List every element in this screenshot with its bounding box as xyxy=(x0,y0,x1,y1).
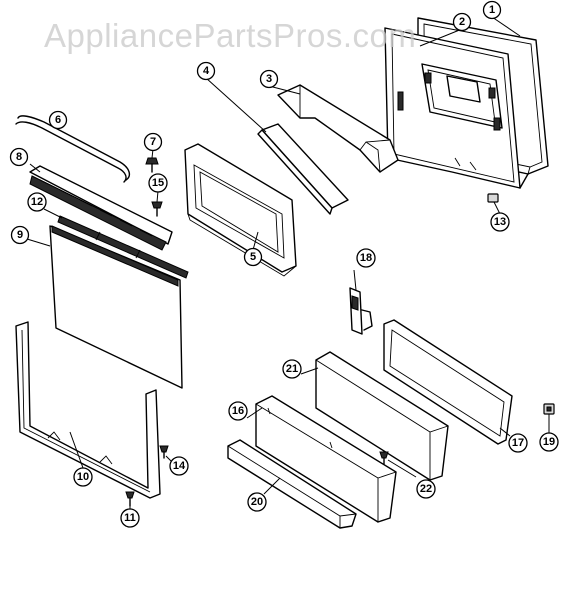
part-21-drawer-liner xyxy=(315,351,449,481)
callout-10: 10 xyxy=(73,467,93,487)
callout-3: 3 xyxy=(259,69,279,89)
callout-2: 2 xyxy=(452,12,472,32)
svg-text:13: 13 xyxy=(494,216,506,228)
svg-text:1: 1 xyxy=(489,4,495,16)
callout-15: 15 xyxy=(148,173,168,193)
callout-7: 7 xyxy=(143,132,163,152)
svg-text:12: 12 xyxy=(31,196,43,208)
part-2-inner-door xyxy=(384,27,529,189)
callout-16: 16 xyxy=(228,401,248,421)
callout-21: 21 xyxy=(282,359,302,379)
callout-22: 22 xyxy=(416,479,436,499)
svg-text:19: 19 xyxy=(543,436,555,448)
part-6-door-handle xyxy=(15,115,131,183)
svg-text:2: 2 xyxy=(459,16,465,28)
part-13-bumper xyxy=(487,193,499,203)
part-22-screw xyxy=(379,451,389,465)
part-9-side-panel xyxy=(49,225,183,389)
svg-text:5: 5 xyxy=(250,251,256,263)
part-14-screw xyxy=(159,445,169,459)
svg-text:15: 15 xyxy=(152,177,164,189)
callout-20: 20 xyxy=(247,492,267,512)
callout-4: 4 xyxy=(196,61,216,81)
svg-text:3: 3 xyxy=(266,73,272,85)
part-3-door-insulation xyxy=(277,84,399,173)
callout-13: 13 xyxy=(490,212,510,232)
part-16-drawer-box xyxy=(255,395,397,523)
watermark-text: AppliancePartsPros.com xyxy=(44,17,416,54)
callout-11: 11 xyxy=(120,508,140,528)
part-7-screw xyxy=(145,157,159,173)
part-8-vent-trim xyxy=(29,165,173,251)
part-20-drawer-rail xyxy=(227,439,357,529)
callout-14: 14 xyxy=(169,456,189,476)
svg-text:10: 10 xyxy=(77,471,89,483)
callout-5: 5 xyxy=(243,247,263,267)
callouts: 1 2 3 4 5 6 7 8 9 10 11 12 13 14 15 16 1… xyxy=(9,0,559,528)
svg-text:11: 11 xyxy=(124,512,136,524)
part-17-drawer-front xyxy=(383,319,513,445)
svg-text:17: 17 xyxy=(512,437,524,449)
callout-1: 1 xyxy=(482,0,502,20)
svg-text:6: 6 xyxy=(55,114,61,126)
part-10-lower-frame xyxy=(15,321,161,499)
part-11-screw xyxy=(125,491,135,507)
callout-9: 9 xyxy=(10,225,30,245)
part-18-hinge xyxy=(349,287,373,335)
svg-text:22: 22 xyxy=(420,483,432,495)
svg-text:20: 20 xyxy=(251,496,263,508)
callout-18: 18 xyxy=(356,248,376,268)
svg-text:14: 14 xyxy=(173,460,186,472)
part-15-screw xyxy=(151,201,163,217)
svg-text:16: 16 xyxy=(232,405,244,417)
part-19-clip xyxy=(543,403,555,415)
part-12-insulation-strip xyxy=(57,215,189,279)
callout-8: 8 xyxy=(9,147,29,167)
callout-12: 12 xyxy=(27,192,47,212)
svg-text:4: 4 xyxy=(203,65,210,77)
svg-text:7: 7 xyxy=(150,136,156,148)
svg-text:8: 8 xyxy=(16,151,22,163)
callout-19: 19 xyxy=(539,432,559,452)
part-4-door-glass xyxy=(257,123,349,215)
callout-6: 6 xyxy=(48,110,68,130)
part-5-outer-door-panel xyxy=(184,143,297,277)
svg-text:18: 18 xyxy=(360,252,372,264)
svg-text:9: 9 xyxy=(17,229,23,241)
callout-17: 17 xyxy=(508,433,528,453)
svg-text:21: 21 xyxy=(286,363,298,375)
